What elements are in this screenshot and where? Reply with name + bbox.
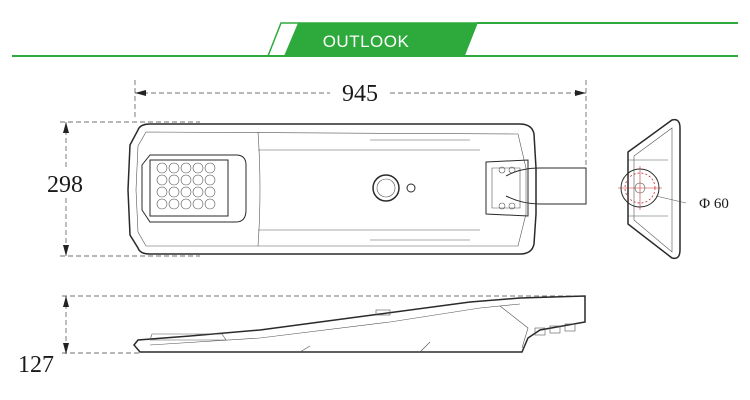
lamp-top-view: [127, 123, 587, 255]
width-dimension: 298: [47, 121, 200, 257]
sensor-icon: [372, 174, 400, 202]
length-label: 945: [342, 81, 378, 107]
header-banner: OUTLOOK: [12, 22, 738, 57]
page-title: OUTLOOK: [323, 32, 410, 51]
width-label: 298: [47, 172, 83, 198]
side-led-lens: [149, 333, 227, 341]
led-grid: [156, 162, 216, 210]
end-view-outline: [627, 118, 681, 260]
bracket-plate: [485, 159, 529, 217]
length-dimension: 945: [134, 80, 587, 165]
side-body-outline: [133, 295, 586, 353]
height-label: 127: [18, 352, 54, 378]
lamp-end-view: Φ 60: [618, 118, 729, 260]
pole-diameter-label: Φ 60: [699, 196, 729, 212]
lamp-body-outline: [127, 123, 537, 255]
led-array-icon: [149, 159, 229, 217]
lamp-side-view: 127: [18, 295, 586, 378]
pole-arm: [505, 167, 587, 205]
led-housing: [141, 154, 247, 223]
indicator-dot: [406, 183, 416, 193]
banner-fill: [284, 23, 477, 56]
